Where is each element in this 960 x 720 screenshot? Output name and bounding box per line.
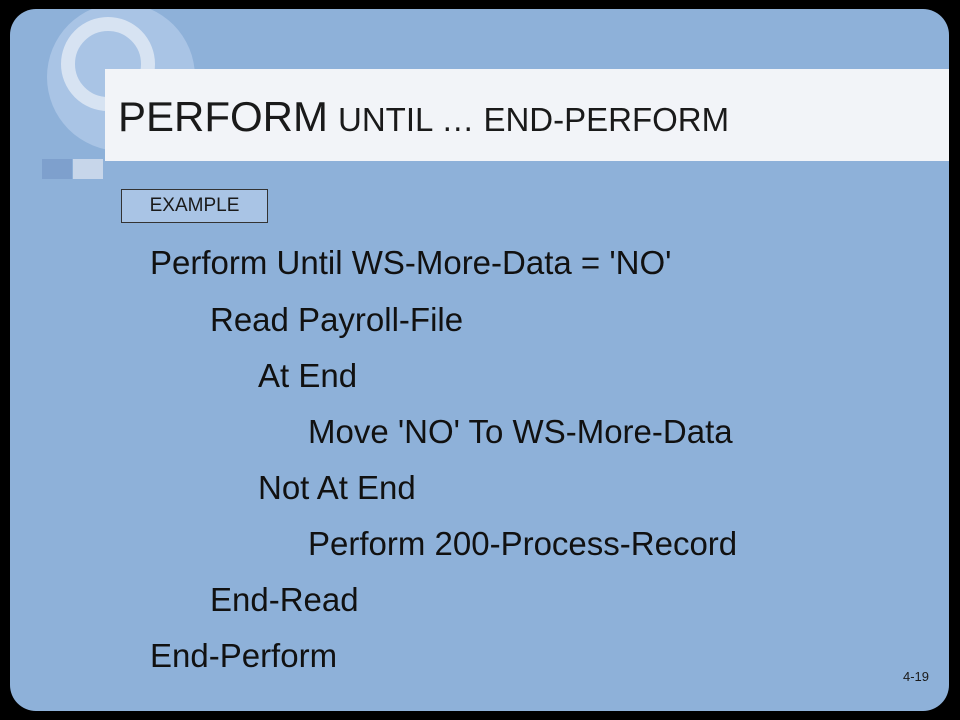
slide-title: PERFORM UNTIL … END-PERFORM <box>118 93 729 141</box>
code-line: End-Perform <box>150 637 338 674</box>
decorative-square <box>42 159 72 179</box>
page-number: 4-19 <box>903 669 930 684</box>
code-line: Read Payroll-File <box>210 301 464 338</box>
slide: PERFORM UNTIL … END-PERFORM EXAMPLE Perfo… <box>10 9 949 711</box>
decorative-square <box>73 159 103 179</box>
example-tag: EXAMPLE <box>121 189 268 223</box>
code-line: At End <box>258 357 358 394</box>
code-line: Perform Until WS-More-Data = 'NO' <box>150 244 672 281</box>
title-sub: UNTIL … END-PERFORM <box>338 101 730 138</box>
title-main: PERFORM <box>118 93 328 140</box>
title-bar <box>105 69 949 161</box>
code-block: Perform Until WS-More-Data = 'NO' Read P… <box>10 9 949 711</box>
code-line: Perform 200-Process-Record <box>308 525 738 562</box>
code-line: End-Read <box>210 581 359 618</box>
code-line: Move 'NO' To WS-More-Data <box>308 413 733 450</box>
code-line: Not At End <box>258 469 416 506</box>
